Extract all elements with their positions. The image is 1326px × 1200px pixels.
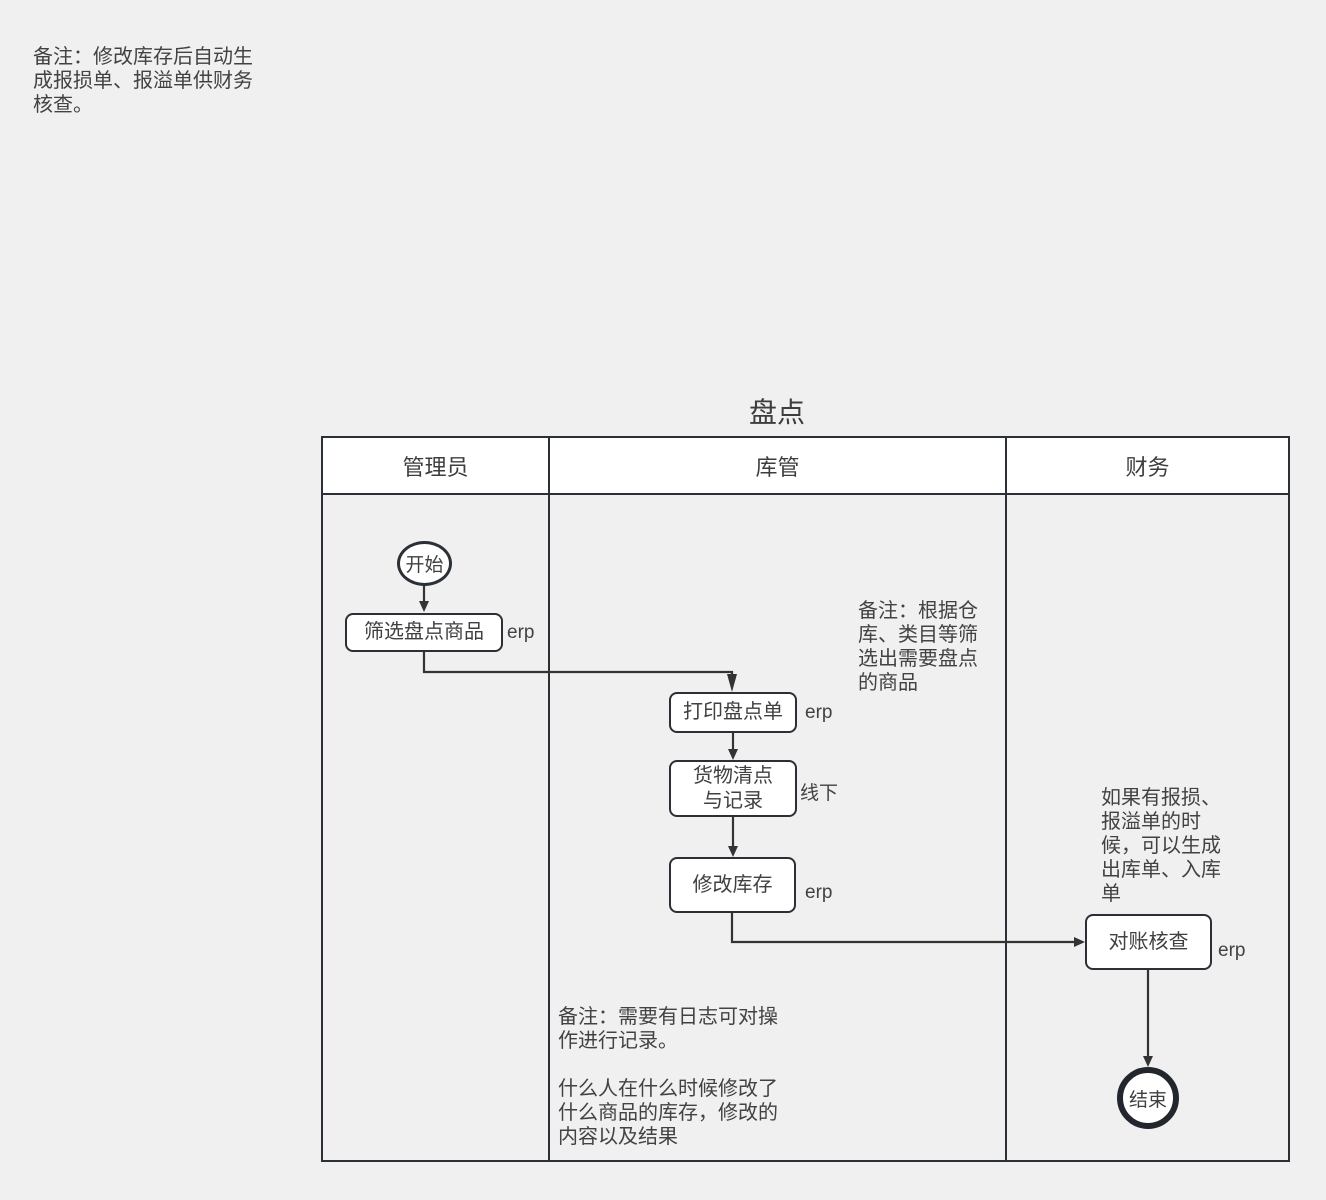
start-node[interactable]: 开始 [397,541,452,586]
lane-header-finance: 财务 [1007,438,1288,493]
task-count-record[interactable]: 货物清点 与记录 [669,760,797,817]
pool-body [323,495,1288,1160]
task-reconcile-check[interactable]: 对账核查 [1085,914,1212,970]
task-modify-stock[interactable]: 修改库存 [669,857,796,913]
end-node[interactable]: 结束 [1117,1067,1179,1129]
lane-header-warehouse: 库管 [550,438,1007,493]
tag-offline-count: 线下 [800,783,839,804]
tag-erp-print: erp [805,702,833,723]
tag-erp-check: erp [1218,940,1246,961]
pool-title: 盘点 [748,397,805,428]
lane-header-admin: 管理员 [323,438,550,493]
note-filter-criteria: 备注：根据仓 库、类目等筛 选出需要盘点 的商品 [858,600,978,694]
lane-body-admin [323,495,550,1160]
task-print-sheet[interactable]: 打印盘点单 [669,692,797,733]
lane-body-warehouse [550,495,1007,1160]
pool-header: 管理员 库管 财务 [323,438,1288,495]
note-auto-generate: 备注：修改库存后自动生 成报损单、报溢单供财务 核查。 [33,46,253,116]
swimlane-pool: 管理员 库管 财务 [321,436,1290,1162]
note-operation-log: 备注：需要有日志可对操 作进行记录。 什么人在什么时候修改了 什么商品的库存，修… [558,1006,778,1148]
task-filter-goods[interactable]: 筛选盘点商品 [345,613,503,652]
tag-erp-filter: erp [507,622,535,643]
tag-erp-modify: erp [805,882,833,903]
note-finance-orders: 如果有报损、 报溢单的时 候，可以生成 出库单、入库 单 [1101,787,1221,905]
